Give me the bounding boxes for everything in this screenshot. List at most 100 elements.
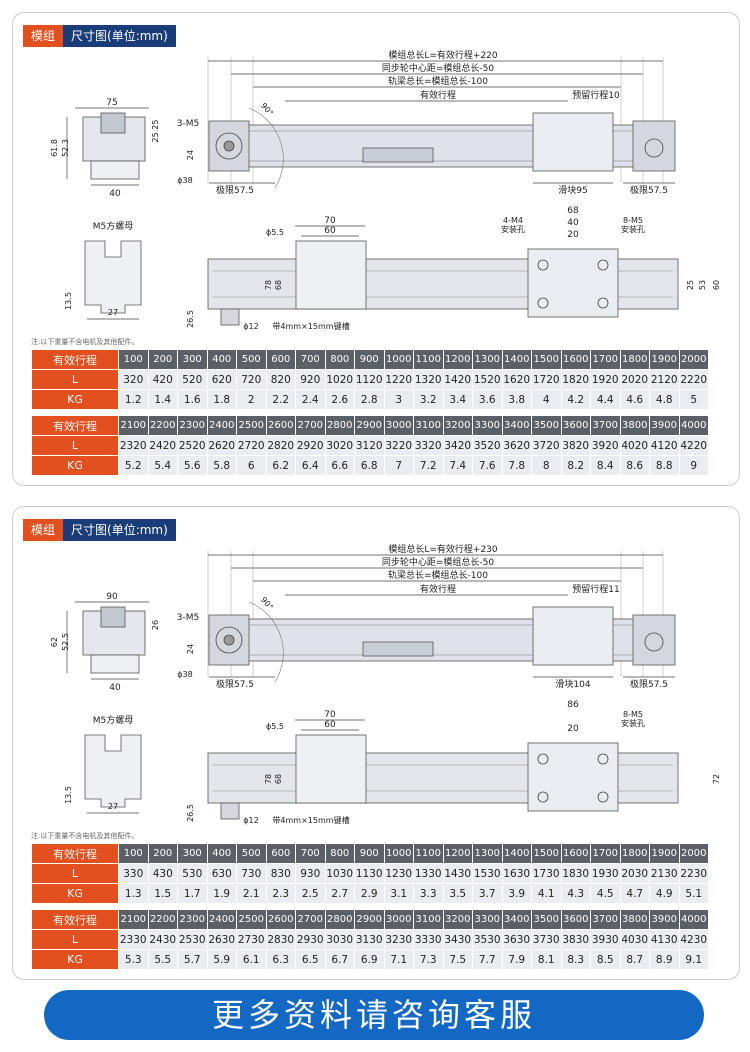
dimension-drawing: 模组总长L=有效行程+220同步轮中心距=模组总长-50轨梁总长=模组总长-10… <box>50 49 721 331</box>
table-cell: 400 <box>206 349 237 370</box>
dim-label-d12: ϕ12 <box>243 322 258 331</box>
table-cell: 7 <box>383 455 414 476</box>
table-cell: 3620 <box>501 435 532 456</box>
table-cell: 7.8 <box>501 455 532 476</box>
table-cell: 2500 <box>236 415 267 436</box>
table-cell: 320 <box>118 369 149 390</box>
table-cell: 1930 <box>590 863 621 884</box>
table-cell: 6.1 <box>236 949 267 970</box>
table-cell: 1830 <box>560 863 591 884</box>
dim-label-h13-5: 13.5 <box>64 786 73 804</box>
table-cell: 4120 <box>649 435 680 456</box>
table-cell: 1320 <box>413 369 444 390</box>
dim-label-h78: 78 <box>264 774 273 784</box>
dim-label-slider: 滑块95 <box>558 184 587 196</box>
table-cell: 3330 <box>413 929 444 950</box>
table-cell: 2520 <box>177 435 208 456</box>
row-header: KG <box>31 455 119 476</box>
table-cell: 6.6 <box>324 455 355 476</box>
dim-label-d38: ϕ38 <box>177 670 192 679</box>
table-cell: 2430 <box>147 929 178 950</box>
table-cell: 3700 <box>590 909 621 930</box>
mount-hole <box>537 259 549 271</box>
table-cell: 8.5 <box>590 949 621 970</box>
table-cell: 4.3 <box>560 883 591 904</box>
table-cell: 1.3 <box>118 883 149 904</box>
table-cell: 500 <box>236 843 267 864</box>
row-header: KG <box>31 949 119 970</box>
table-cell: 920 <box>295 369 326 390</box>
table-cell: 2420 <box>147 435 178 456</box>
dim-label-h52-3: 52.3 <box>61 139 70 157</box>
table-cell: 330 <box>118 863 149 884</box>
table-cell: 1200 <box>442 843 473 864</box>
table-cell: 4.6 <box>619 389 650 410</box>
table-cell: 3600 <box>560 909 591 930</box>
dim-label-h78: 78 <box>264 280 273 290</box>
table-cell: 2730 <box>236 929 267 950</box>
table-cell: 4.2 <box>560 389 591 410</box>
table-cell: 8.9 <box>649 949 680 970</box>
table-cell: 2830 <box>265 929 296 950</box>
table-cell: 2900 <box>354 415 385 436</box>
section-base <box>90 654 140 674</box>
table-cell: 800 <box>324 349 355 370</box>
dim-label-rail-total: 轨梁总长=模组总长-100 <box>388 569 488 581</box>
table-cell: 630 <box>206 863 237 884</box>
table-cell: 3420 <box>442 435 473 456</box>
tag-size-title: 尺寸图(单位:mm) <box>63 519 176 541</box>
weight-note: 注:以下重量不含电机及其他配件。 <box>31 832 139 840</box>
belt-clamp <box>362 641 434 657</box>
dim-label-w68: 86 <box>567 700 579 710</box>
dim-label-d12: ϕ12 <box>243 816 258 825</box>
table-cell: 6.7 <box>324 949 355 970</box>
table-cell: 4 <box>531 389 562 410</box>
dim-label-h53: 53 <box>698 280 707 290</box>
row-header: L <box>31 863 119 884</box>
table-cell: 4020 <box>619 435 650 456</box>
table-cell: 2800 <box>324 909 355 930</box>
dim-label-w75: 75 <box>106 98 117 108</box>
section-slider <box>100 606 126 628</box>
motor-shaft <box>220 802 240 820</box>
table-cell: 1800 <box>619 349 650 370</box>
table-cell: 7.3 <box>413 949 444 970</box>
table-cell: 2620 <box>206 435 237 456</box>
table-cell: 3000 <box>383 415 414 436</box>
table-cell: 3.7 <box>472 883 503 904</box>
dim-label-w75: 90 <box>106 592 118 602</box>
dim-label-stroke: 有效行程 <box>420 89 456 101</box>
table-cell: 830 <box>265 863 296 884</box>
left-pulley <box>215 626 243 654</box>
table-cell: 3900 <box>649 415 680 436</box>
table-cell: 3800 <box>619 909 650 930</box>
table-cell: 500 <box>236 349 267 370</box>
dim-label-h61-8: 61.8 <box>50 139 59 157</box>
table-cell: 5.9 <box>206 949 237 970</box>
table-cell: 1330 <box>413 863 444 884</box>
table-cell: 3300 <box>472 415 503 436</box>
table-cell: 2000 <box>678 349 709 370</box>
dim-label-m5: 3-M5 <box>177 119 199 129</box>
table-cell: 1520 <box>472 369 503 390</box>
table-cell: 2700 <box>295 909 326 930</box>
tag-module: 模组 <box>23 519 64 541</box>
table-cell: 2220 <box>678 369 709 390</box>
table-cell: 3.4 <box>442 389 473 410</box>
table-cell: 1000 <box>383 843 414 864</box>
table-cell: 3000 <box>383 909 414 930</box>
table-cell: 3.3 <box>413 883 444 904</box>
contact-banner[interactable]: 更多资料请咨询客服 <box>44 990 704 1040</box>
table-cell: 1230 <box>383 863 414 884</box>
table-cell: 3430 <box>442 929 473 950</box>
mount-hole <box>597 297 609 309</box>
table-cell: 930 <box>295 863 326 884</box>
table-cell: 8.6 <box>619 455 650 476</box>
table-cell: 8.1 <box>531 949 562 970</box>
